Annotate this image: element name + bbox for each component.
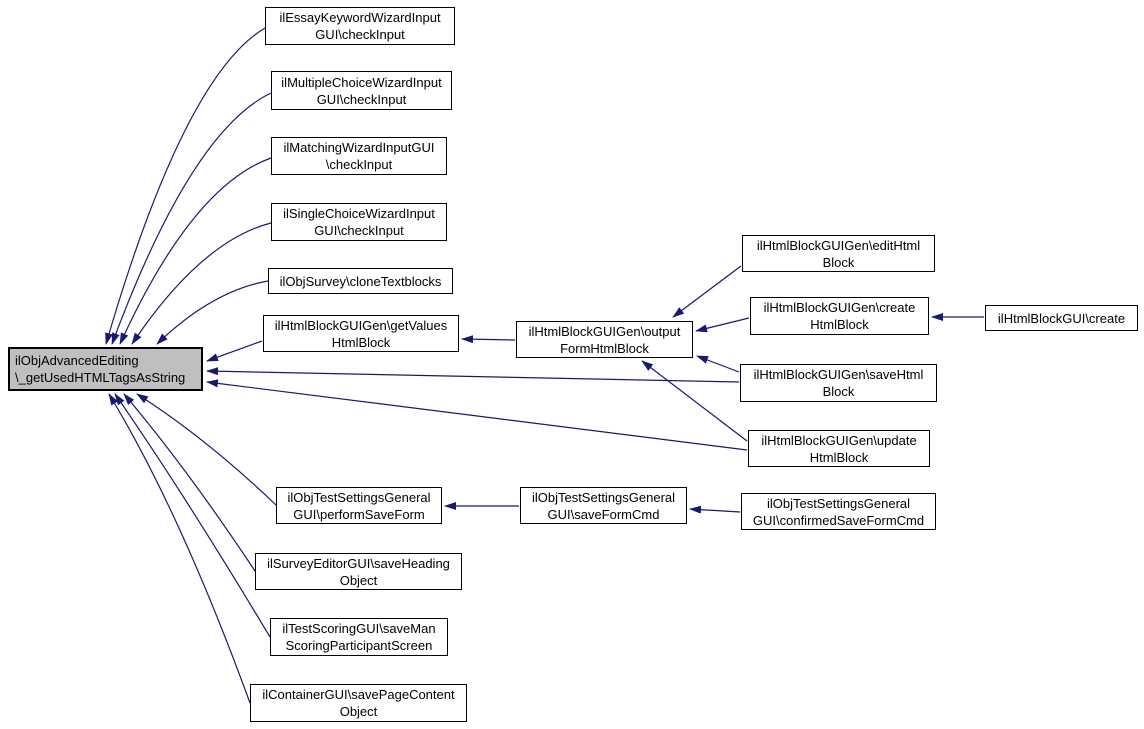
node-objsurvey-clonetextblocks[interactable]: ilObjSurvey\cloneTextblocks [268, 268, 453, 294]
edge-confirmedsaveformcmd-to-saveformcmd [689, 505, 741, 514]
node-objtestsettingsgeneralgui-confirmedsaveformcmd[interactable]: ilObjTestSettingsGeneral GUI\confirmedSa… [741, 493, 936, 530]
node-objtestsettingsgeneralgui-saveformcmd[interactable]: ilObjTestSettingsGeneral GUI\saveFormCmd [520, 487, 687, 524]
node-htmlblockguigen-outputformhtmlblock[interactable]: ilHtmlBlockGUIGen\output FormHtmlBlock [516, 321, 693, 358]
node-testscoringgui-savemanscoringparticipantscreen[interactable]: ilTestScoringGUI\saveMan ScoringParticip… [270, 618, 448, 656]
node-htmlblockguigen-getvalueshtmlblock[interactable]: ilHtmlBlockGUIGen\getValues HtmlBlock [263, 315, 459, 352]
node-singlechoicewizardinputgui-checkinput[interactable]: ilSingleChoiceWizardInput GUI\checkInput [271, 203, 447, 241]
node-center-getusedhtmltagsasstring: ilObjAdvancedEditing \_getUsedHTMLTagsAs… [8, 347, 203, 391]
node-htmlblockgui-create[interactable]: ilHtmlBlockGUI\create [985, 305, 1138, 331]
node-htmlblockguigen-updatehtmlblock[interactable]: ilHtmlBlockGUIGen\update HtmlBlock [748, 430, 930, 467]
edge-savehtmlblock-to-outputform [696, 355, 740, 373]
edge-savehtmlblock-to-center [206, 367, 740, 383]
edge-savepagecontent-to-center [108, 393, 251, 704]
node-surveyeditorgui-saveheadingobject[interactable]: ilSurveyEditorGUI\saveHeading Object [255, 553, 462, 590]
edge-createhtmlblock-to-outputform [695, 317, 750, 333]
edge-outputform-to-getvalues [461, 335, 516, 344]
edge-matching-checkinput-to-center [119, 157, 272, 345]
edge-edithtmlblock-to-outputform [672, 265, 742, 318]
node-htmlblockguigen-edithtmlblock[interactable]: ilHtmlBlockGUIGen\editHtml Block [742, 235, 935, 272]
node-multiplechoicewizardinputgui-checkinput[interactable]: ilMultipleChoiceWizardInput GUI\checkInp… [271, 71, 452, 110]
node-containergui-savepagecontentobject[interactable]: ilContainerGUI\savePageContent Object [250, 684, 467, 722]
edge-performsaveform-to-center [136, 393, 277, 506]
edge-updatehtmlblock-to-outputform [641, 360, 748, 442]
edge-singlechoice-checkinput-to-center [131, 222, 272, 345]
edge-clonetextblocks-to-center [156, 280, 269, 345]
node-objtestsettingsgeneralgui-performsaveform[interactable]: ilObjTestSettingsGeneral GUI\performSave… [276, 487, 442, 524]
node-matchingwizardinputgui-checkinput[interactable]: ilMatchingWizardInputGUI \checkInput [271, 137, 447, 175]
edge-savemanscoring-to-center [114, 393, 271, 638]
node-htmlblockguigen-createhtmlblock[interactable]: ilHtmlBlockGUIGen\create HtmlBlock [750, 297, 929, 335]
node-htmlblockguigen-savehtmlblock[interactable]: ilHtmlBlockGUIGen\saveHtml Block [740, 364, 937, 402]
edge-saveheadingobject-to-center [123, 393, 256, 572]
edge-updatehtmlblock-to-center [206, 379, 748, 451]
edge-multiplechoice-checkinput-to-center [111, 92, 272, 345]
edge-essay-checkinput-to-center [105, 27, 266, 345]
edge-getvalueshtmlblock-to-center [206, 340, 263, 362]
node-essaykeywordwizardinputgui-checkinput[interactable]: ilEssayKeywordWizardInput GUI\checkInput [265, 7, 455, 45]
